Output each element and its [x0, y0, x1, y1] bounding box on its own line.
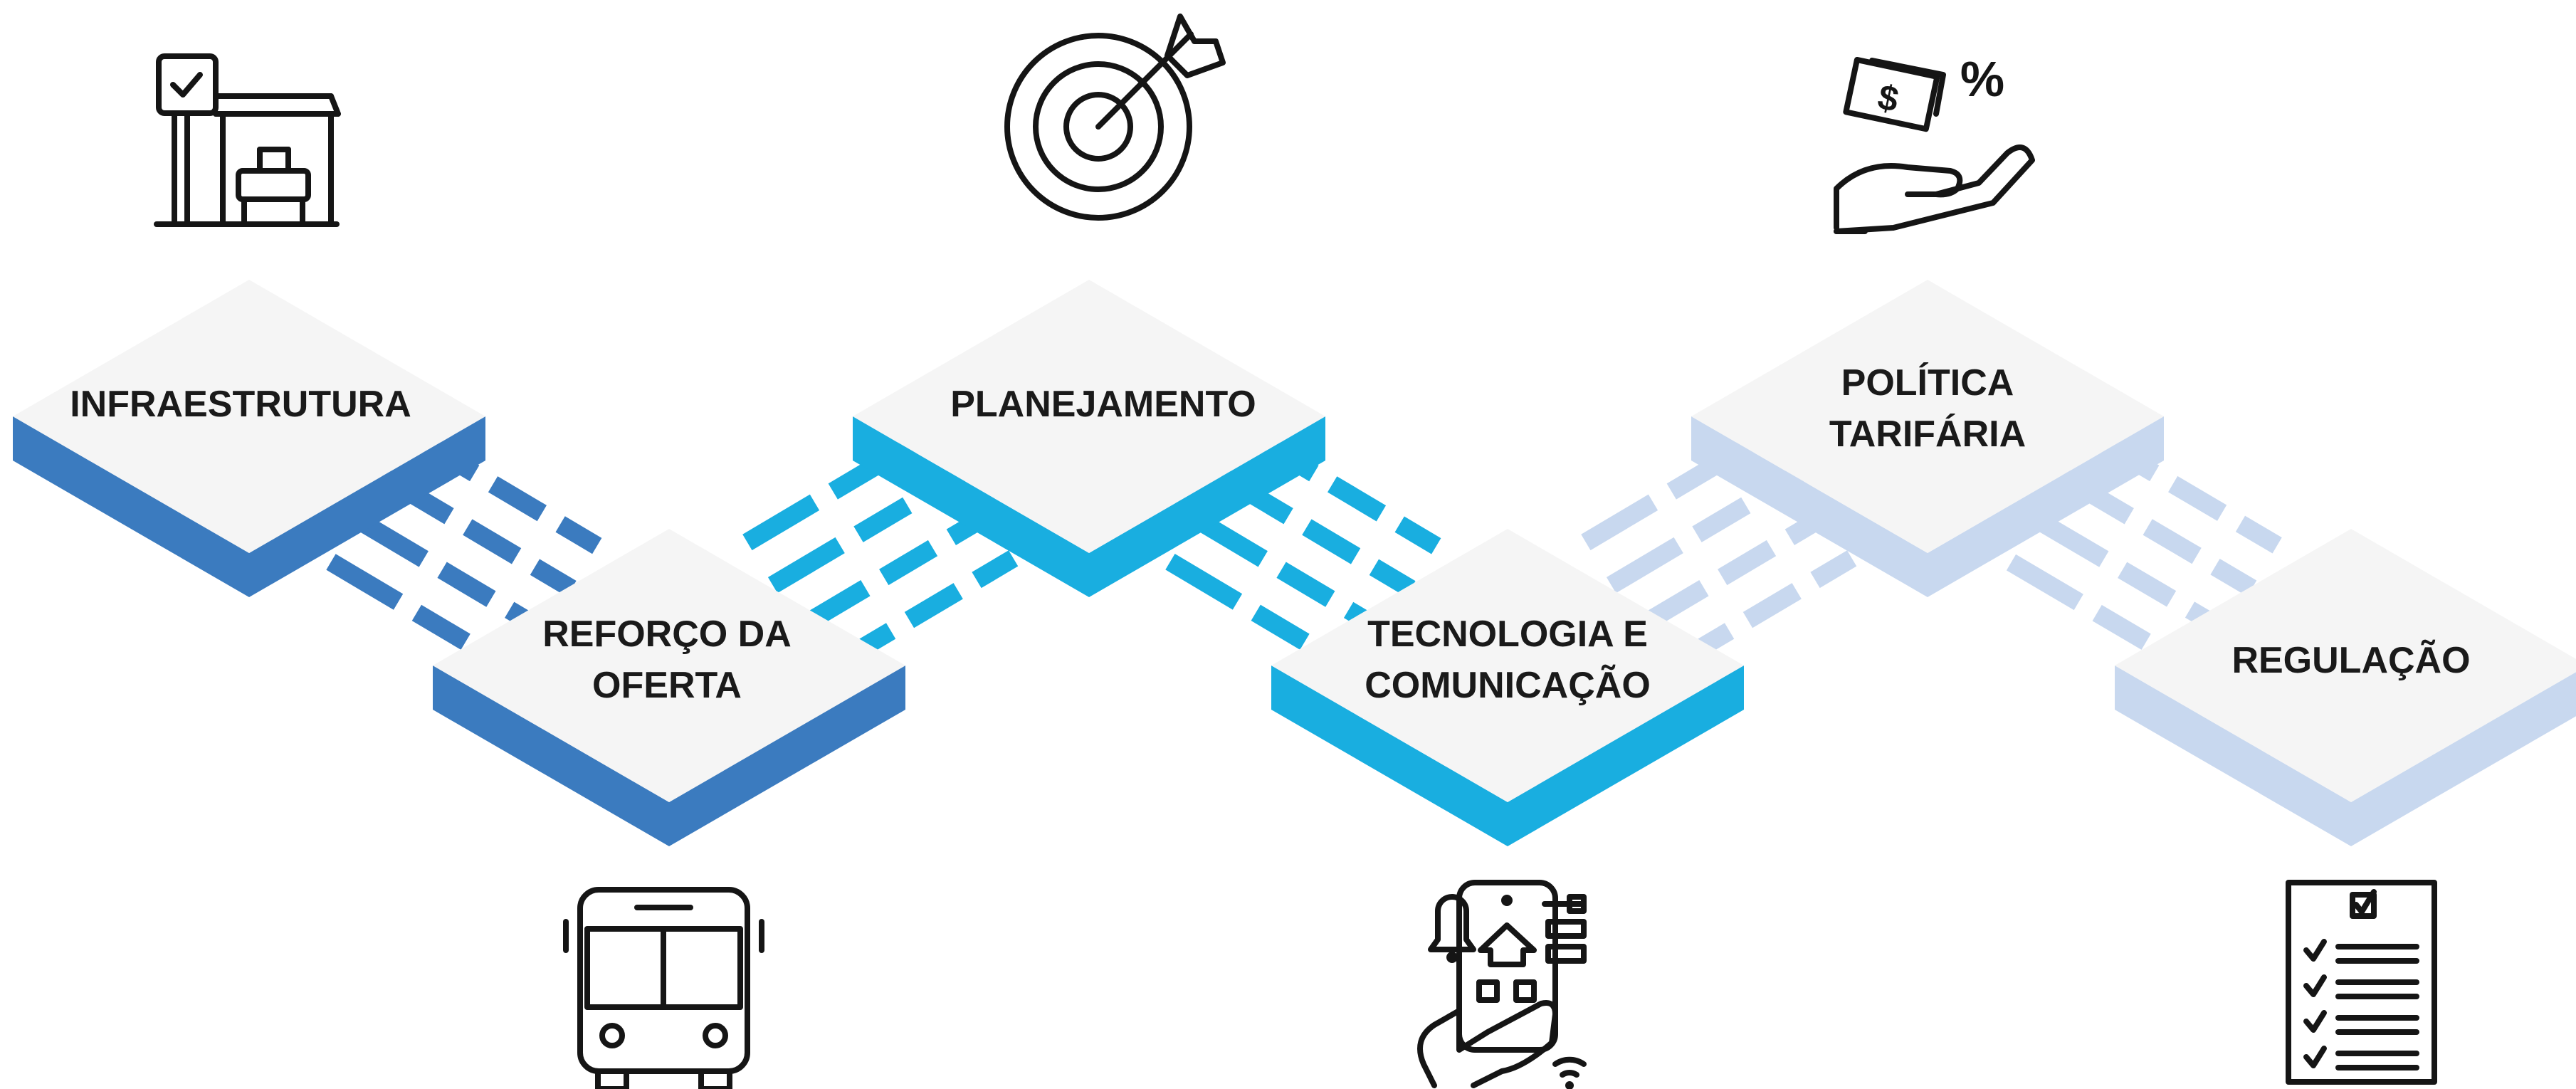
bus-stop-icon — [154, 53, 341, 227]
connector-stripe — [2168, 475, 2227, 521]
connector-stripe — [488, 476, 547, 522]
connector-stripe — [1606, 537, 1683, 594]
label-politica-line2: TARIFÁRIA — [1829, 414, 2026, 455]
connector-stripe — [2143, 519, 2202, 564]
connector-stripe — [1302, 519, 1361, 564]
connector-stripe — [530, 559, 577, 597]
tile-side-right — [669, 666, 905, 846]
tile-top — [433, 529, 905, 802]
tile-side-left — [1271, 666, 1508, 846]
connector-stripe — [1581, 494, 1658, 551]
tile-side-left — [2115, 666, 2351, 846]
connector-stripe — [853, 497, 913, 542]
tile-side-left — [1691, 416, 1928, 597]
tile-politica — [1691, 280, 2164, 597]
svg-text:$: $ — [1874, 77, 1902, 120]
connector-stripe — [1369, 559, 1416, 597]
connector-stripe — [2092, 604, 2151, 650]
connector-stripe — [1251, 604, 1310, 650]
connector-stripe — [437, 562, 496, 607]
connector-stripe — [2235, 515, 2282, 554]
connector-stripe — [1276, 562, 1335, 607]
tile-top — [853, 280, 1325, 553]
label-tecnologia-line1: TECNOLOGIA E — [1367, 614, 1648, 655]
tile-side-right — [1089, 416, 1325, 597]
connector-stripe — [555, 516, 602, 554]
tile-side-right — [249, 416, 485, 597]
connector-stripe — [1394, 516, 1441, 554]
connector-stripe — [1810, 550, 1857, 589]
tile-top — [1271, 529, 1744, 802]
target-icon — [1004, 14, 1226, 221]
svg-text:%: % — [1960, 51, 2004, 107]
tiles — [13, 280, 2576, 846]
smartphone-app-icon — [1417, 880, 1587, 1089]
tile-top — [2115, 529, 2576, 802]
label-infraestrutura: INFRAESTRUTURA — [70, 384, 411, 425]
connector-stripe — [2118, 562, 2177, 607]
connector-stripe — [767, 537, 845, 594]
connector-stripe — [1165, 554, 1243, 610]
connector-stripe — [463, 519, 522, 564]
tile-planejamento — [853, 280, 1325, 597]
label-reforco-line2: OFERTA — [592, 665, 742, 706]
tile-tecnologia — [1271, 529, 1744, 846]
connector-stripe — [1742, 583, 1802, 628]
connector-stripe — [972, 550, 1019, 589]
step-labels: INFRAESTRUTURA REFORÇO DA OFERTA PLANEJA… — [70, 362, 2470, 706]
bus-icon — [563, 887, 764, 1089]
checklist-icon — [2286, 880, 2437, 1085]
tile-side-right — [1508, 666, 1744, 846]
tile-top — [13, 280, 485, 553]
label-reforco-line1: REFORÇO DA — [542, 614, 792, 655]
connector-stripe — [1328, 476, 1387, 522]
tile-side-left — [433, 666, 669, 846]
tile-side-right — [2351, 672, 2576, 846]
connector-stripe — [2210, 559, 2257, 596]
label-regulacao: REGULAÇÃO — [2231, 639, 2470, 681]
connector-stripe — [904, 583, 963, 628]
label-politica-line1: POLÍTICA — [1841, 362, 2014, 404]
tile-reforco — [433, 529, 905, 846]
connector-stripe — [411, 604, 470, 650]
tile-side-left — [13, 416, 249, 597]
connector-stripe — [2006, 554, 2083, 611]
label-planejamento: PLANEJAMENTO — [950, 384, 1256, 425]
tile-infraestrutura — [13, 280, 485, 597]
connector-stripe — [326, 554, 404, 610]
connector-stripe — [879, 540, 938, 586]
money-hand-percent-icon: $ % — [1834, 51, 2035, 234]
connector-stripe — [742, 494, 820, 551]
label-tecnologia-line2: COMUNICAÇÃO — [1365, 664, 1651, 706]
tile-top — [1691, 280, 2164, 553]
tile-side-right — [1928, 416, 2164, 597]
connector-stripe — [1692, 497, 1751, 542]
tile-regulacao — [2115, 529, 2576, 846]
tile-side-left — [853, 416, 1089, 597]
connector-stripe — [1718, 540, 1777, 586]
